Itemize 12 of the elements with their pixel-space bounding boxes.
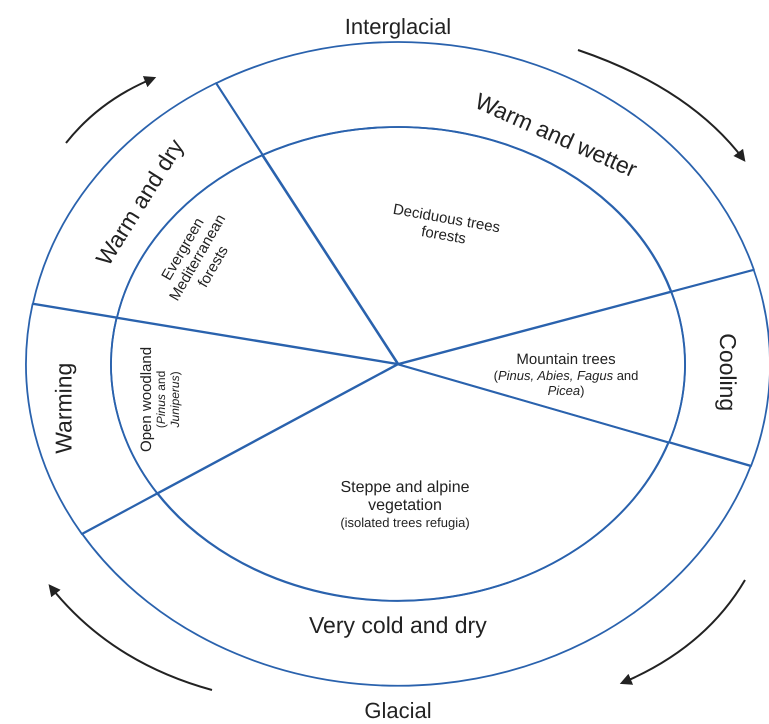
vegetation-label: Deciduous trees forests: [390, 200, 502, 250]
species-note: (isolated trees refugia): [339, 516, 471, 531]
species-note: (Pinus, Abies, Fagus and Picea): [492, 368, 640, 399]
vegetation-label: Mountain trees: [515, 351, 617, 369]
phase-label: Very cold and dry: [308, 612, 487, 638]
vegetation-label: Steppe and alpine vegetation: [339, 479, 470, 516]
cycle-stage-label: Glacial: [364, 698, 432, 724]
phase-label: Warming: [50, 362, 76, 454]
vegetation-label: Open woodland: [138, 347, 155, 452]
cycle-stage-label: Interglacial: [344, 14, 452, 40]
phase-label: Cooling: [714, 333, 742, 412]
phase-label: Warm and wetter: [471, 88, 642, 183]
